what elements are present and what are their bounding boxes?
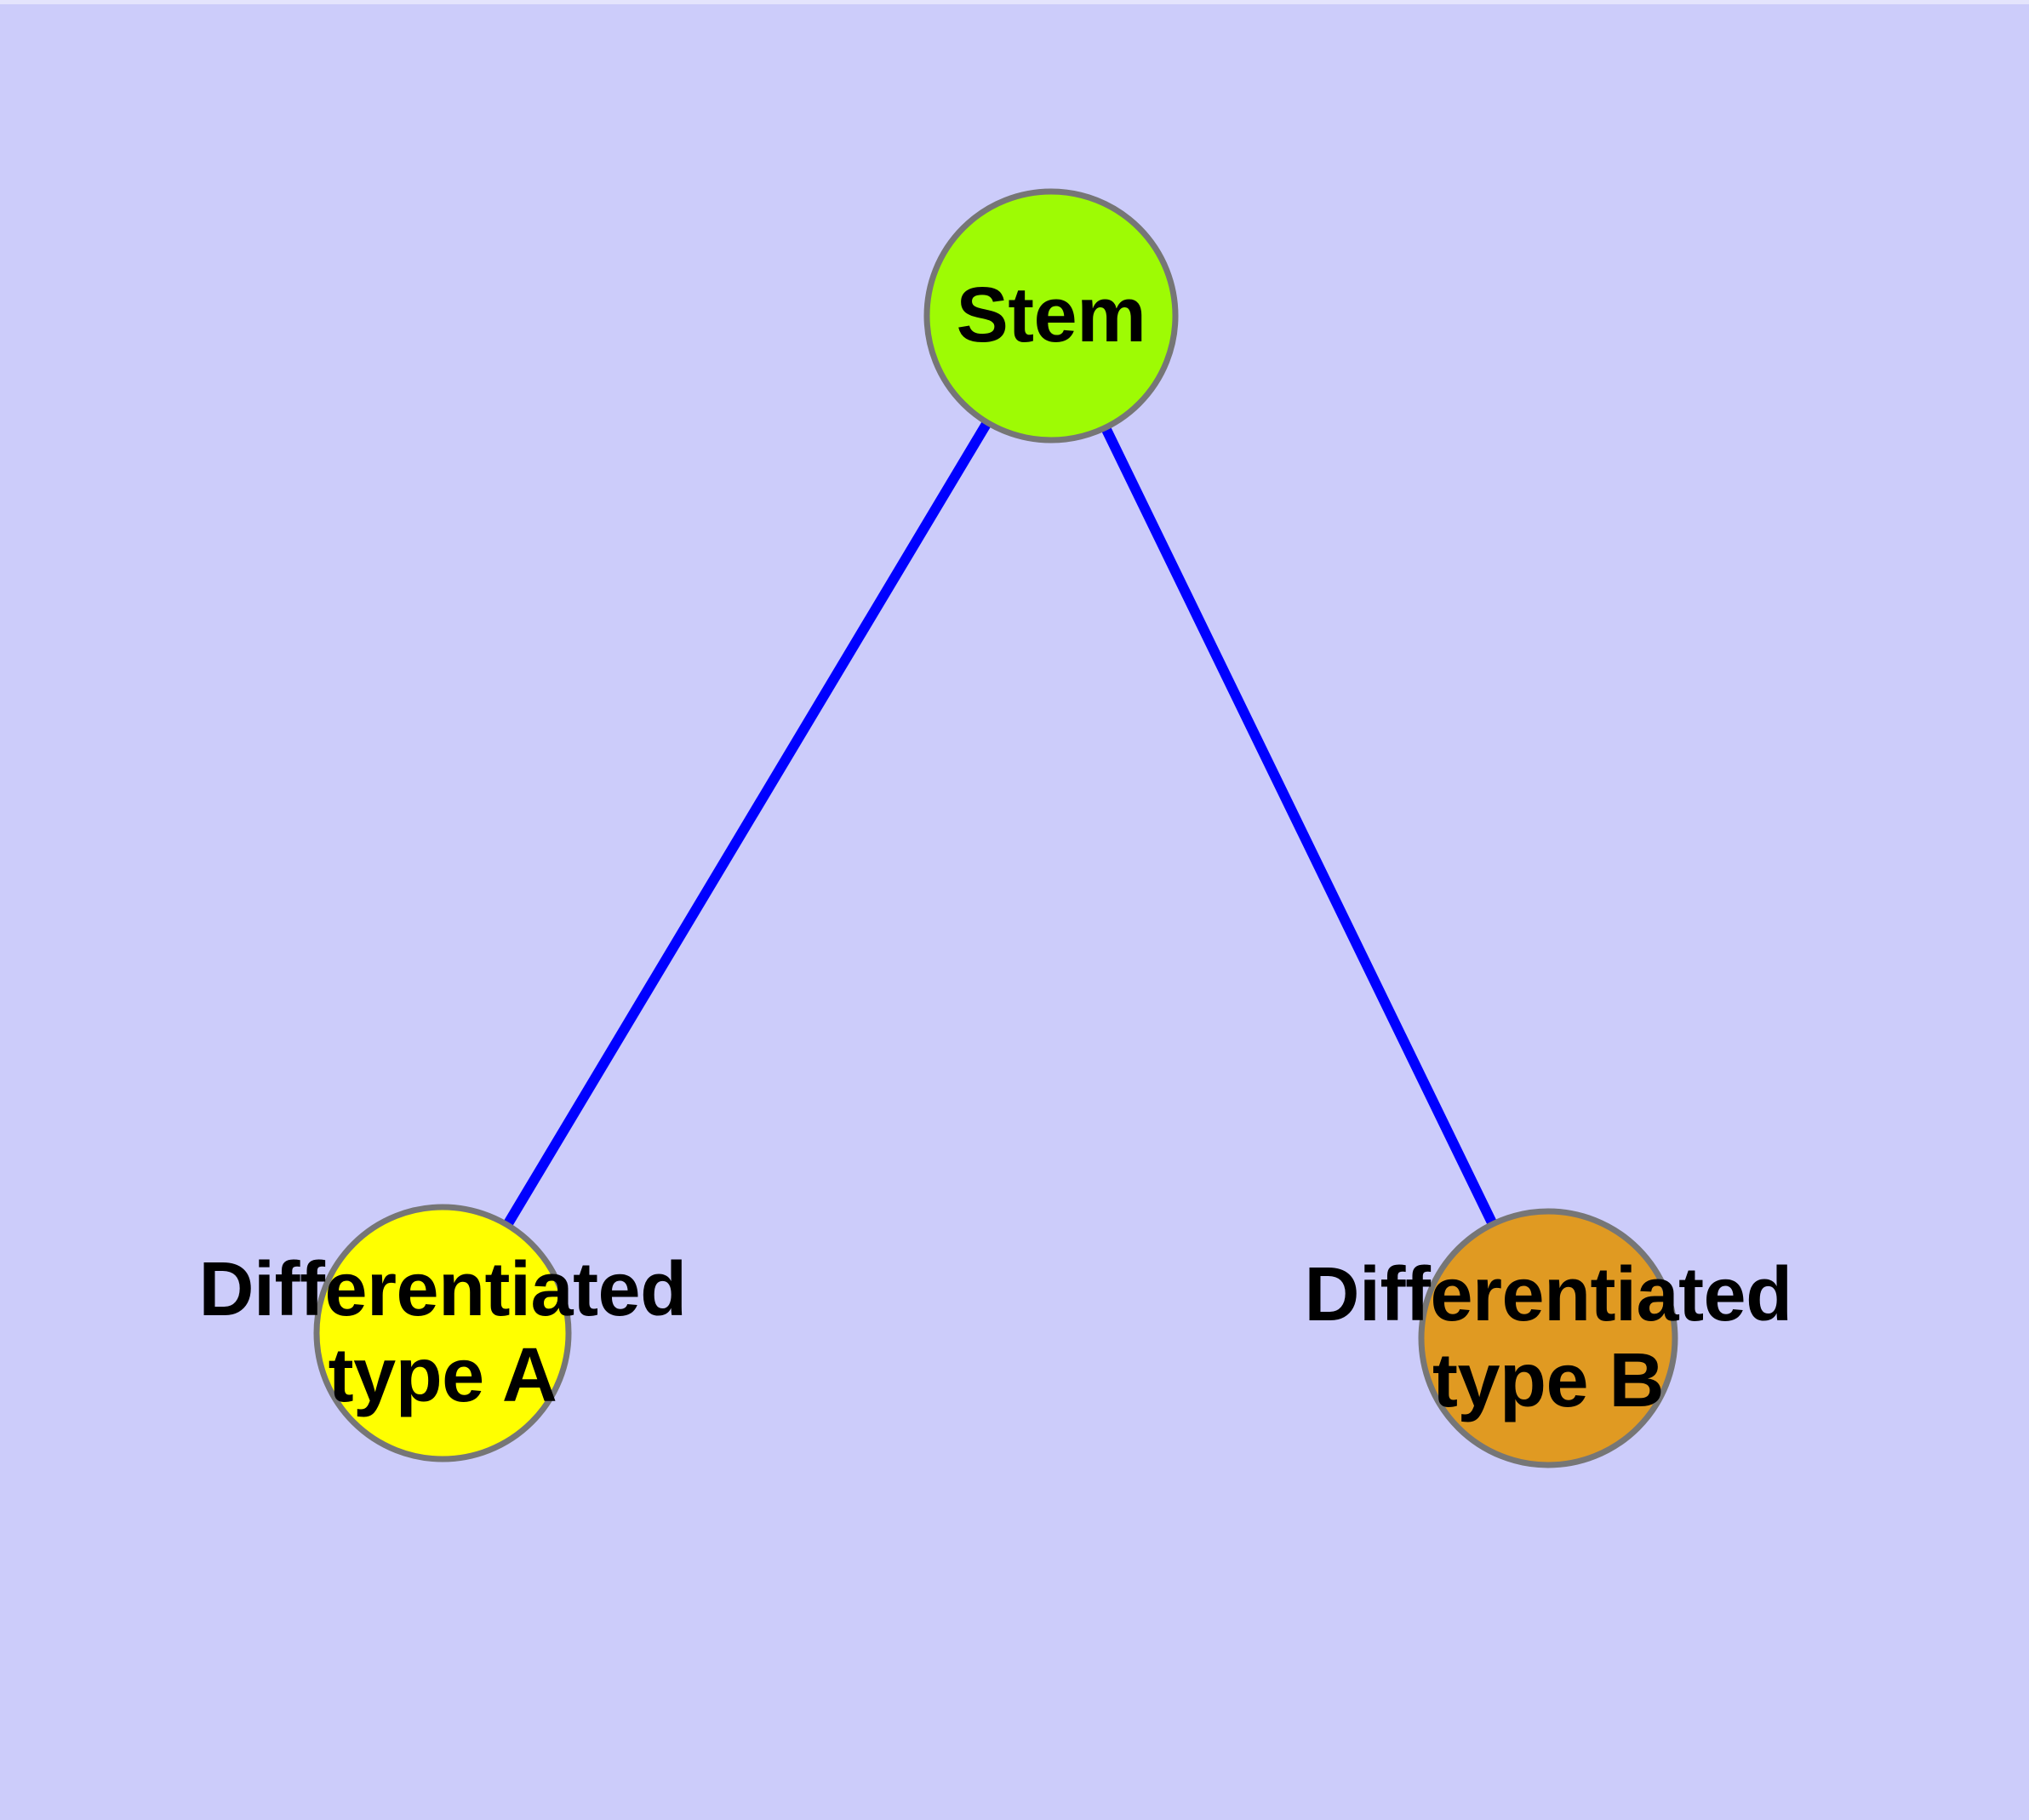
graph-node-diff-a[interactable] [313,1204,572,1462]
graph-node-stem[interactable] [923,188,1179,444]
edges-layer [437,312,1553,1341]
graph-edge[interactable] [1046,313,1553,1341]
graph-node-diff-b[interactable] [1418,1208,1678,1468]
canvas-top-edge-strip [0,0,2029,4]
graph-edge[interactable] [437,312,1056,1336]
nodes-layer [313,188,1678,1468]
